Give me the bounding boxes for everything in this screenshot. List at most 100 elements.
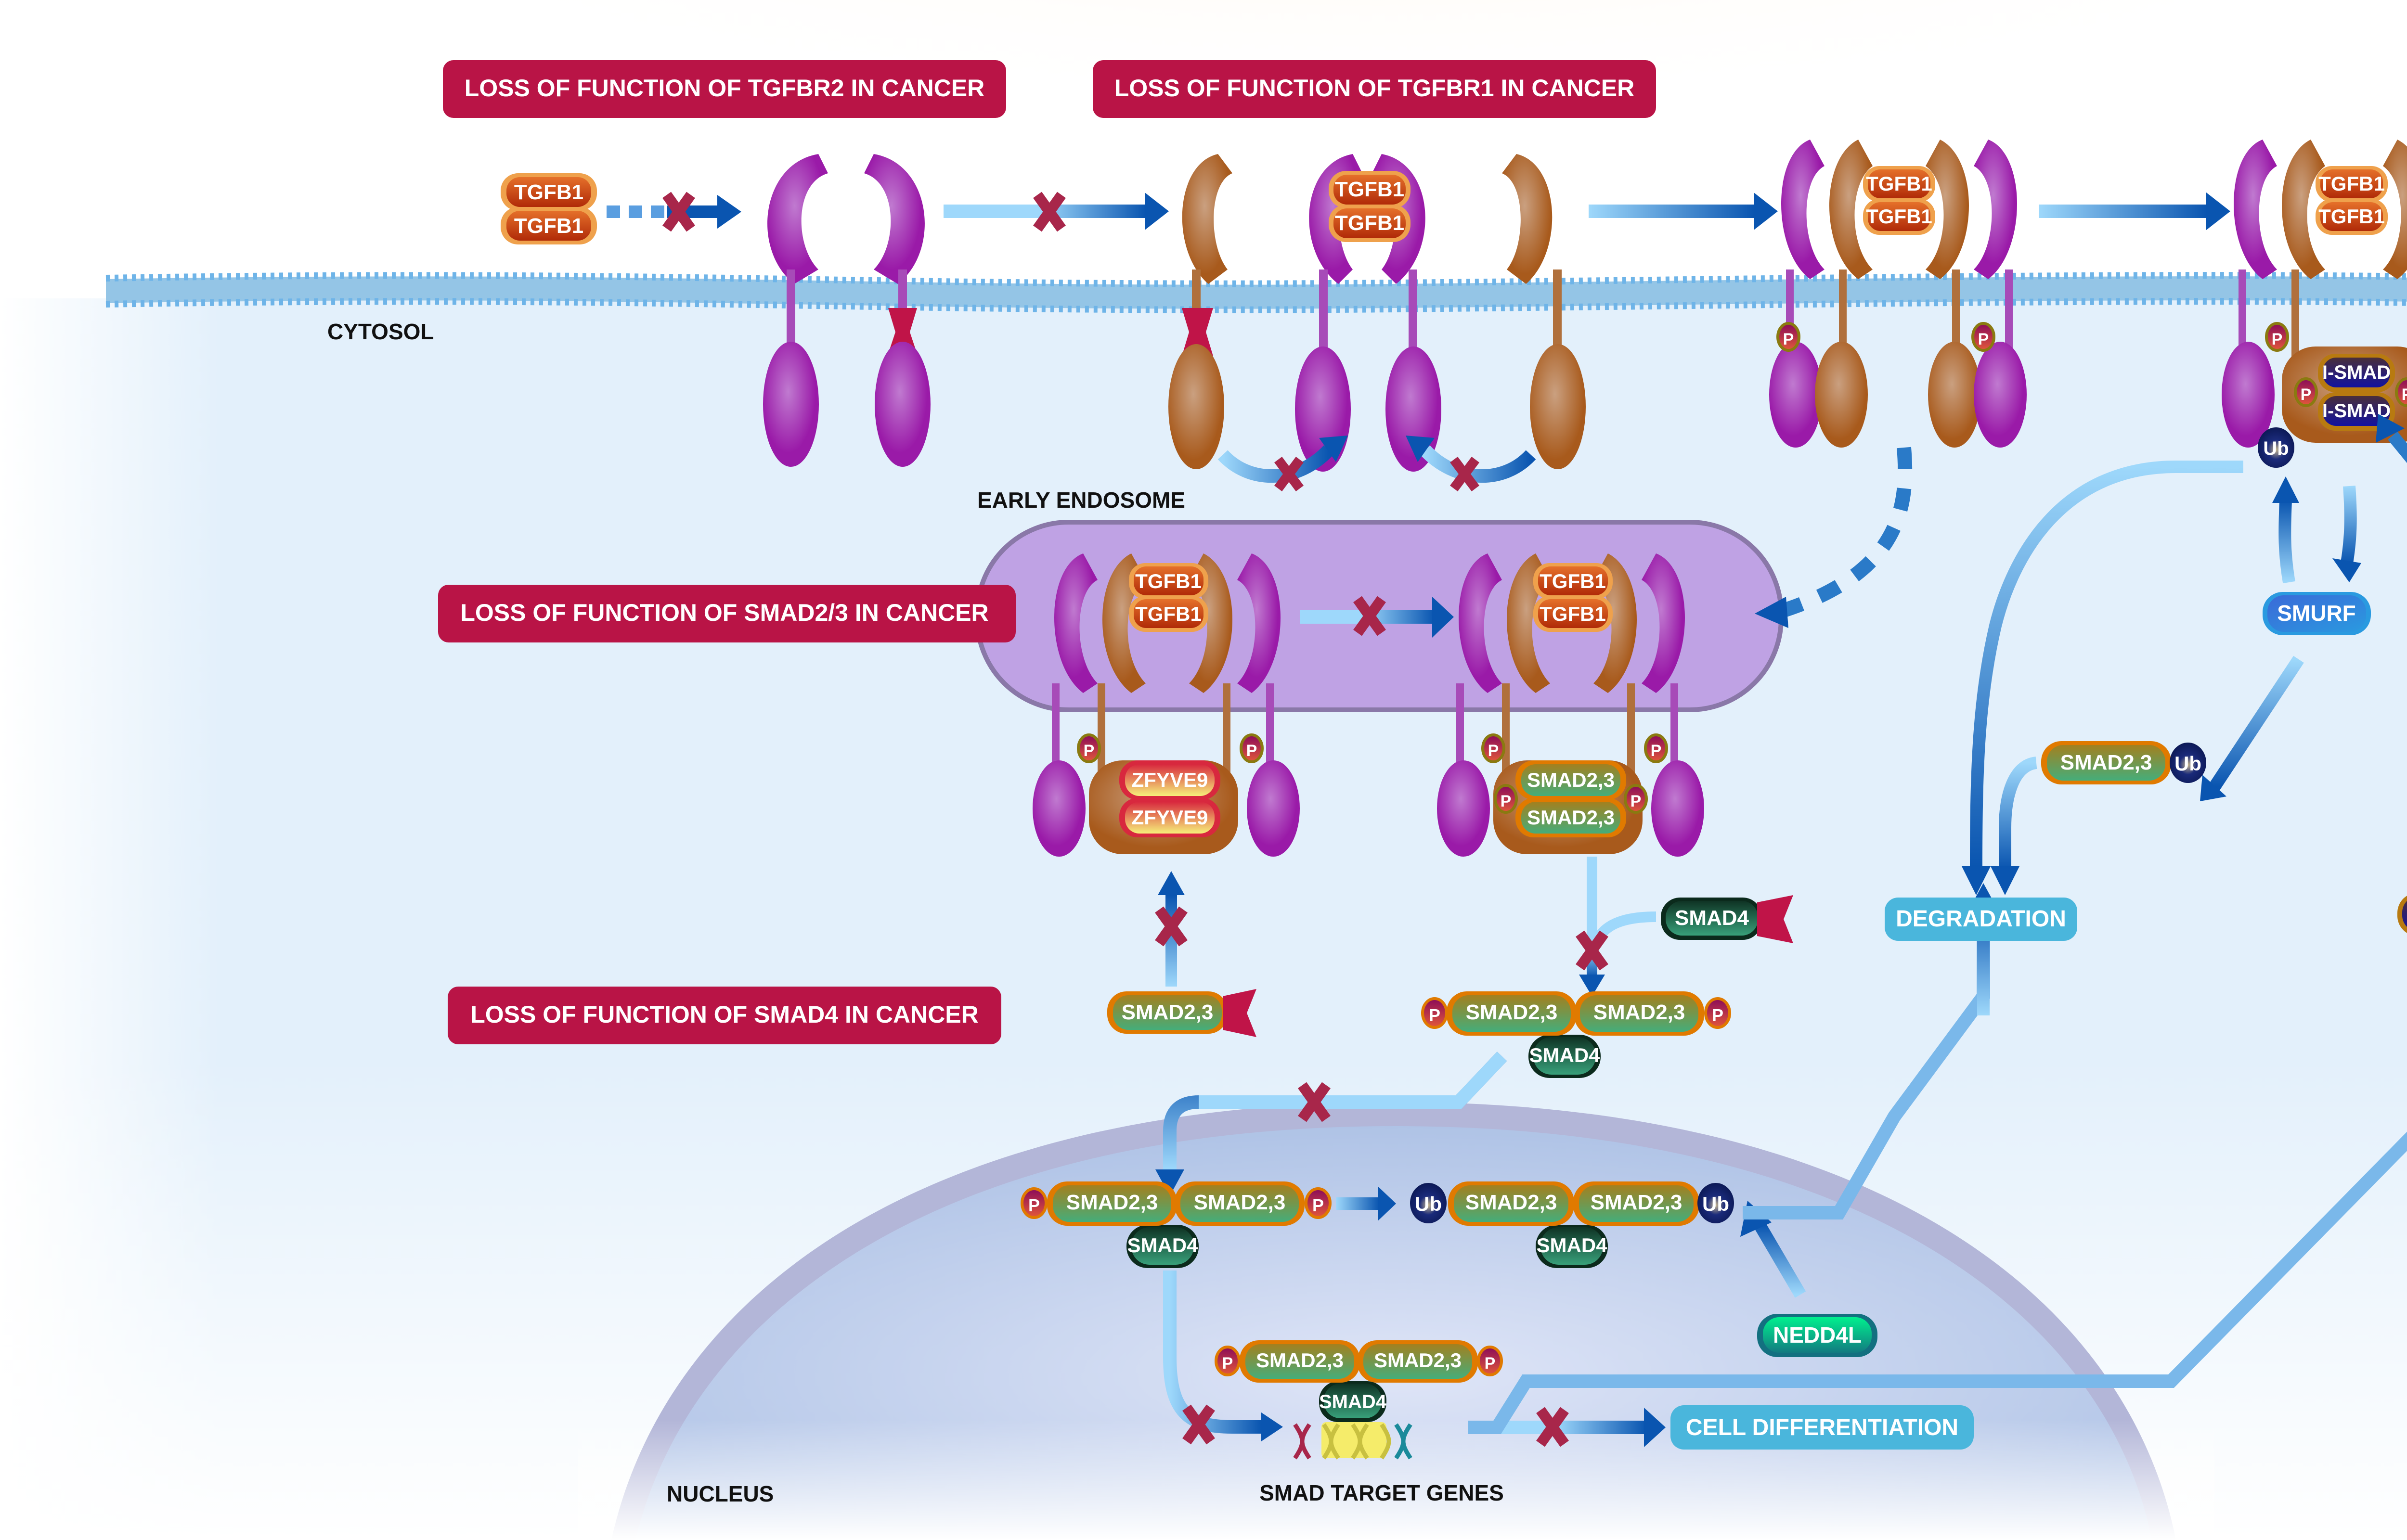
svg-text:P: P xyxy=(1712,1005,1723,1025)
ubiquitin-badge: Ub xyxy=(2170,743,2206,783)
ubiquitin-badge: Ub xyxy=(1410,1183,1447,1223)
block-x-icon xyxy=(1576,930,1608,971)
phospho-badge: P xyxy=(2395,377,2407,407)
tgfb1-label: TGFB1 xyxy=(2318,172,2385,195)
tgfb1-label: TGFB1 xyxy=(2318,205,2385,228)
mutation-mark-icon xyxy=(1757,895,1793,943)
svg-text:P: P xyxy=(1222,1354,1233,1373)
phospho-badge: P xyxy=(1624,784,1648,814)
dna-helix-icon xyxy=(1293,1422,1412,1460)
smad4-label: SMAD4 xyxy=(1319,1391,1387,1412)
banner-tgfbr1-label: LOSS OF FUNCTION OF TGFBR1 IN CANCER xyxy=(1114,75,1635,102)
ubiquitin-badge: Ub xyxy=(2258,427,2294,468)
arrow-smad-complex-formation-blocked xyxy=(1579,857,1656,996)
phospho-badge: P xyxy=(1971,322,1995,352)
smad4-label: SMAD4 xyxy=(1127,1234,1198,1257)
svg-text:Ub: Ub xyxy=(2174,752,2201,775)
banner-smad23-label: LOSS OF FUNCTION OF SMAD2/3 IN CANCER xyxy=(460,599,988,626)
tgfb1-label: TGFB1 xyxy=(1540,570,1606,592)
phospho-badge: P xyxy=(1077,733,1101,763)
svg-text:P: P xyxy=(1312,1195,1324,1215)
smad23-label: SMAD2,3 xyxy=(1194,1191,1286,1214)
smad23-label: SMAD2,3 xyxy=(2060,751,2152,774)
tgfb1-label: TGFB1 xyxy=(514,214,583,238)
smad-target-genes-label: SMAD TARGET GENES xyxy=(1259,1480,1504,1505)
banner-smad23-loss[interactable]: LOSS OF FUNCTION OF SMAD2/3 IN CANCER xyxy=(438,585,1016,642)
svg-text:P: P xyxy=(1028,1195,1040,1215)
block-x-icon xyxy=(1298,1082,1331,1122)
banner-smad4-loss[interactable]: LOSS OF FUNCTION OF SMAD4 IN CANCER xyxy=(448,987,1001,1044)
smad23-label: SMAD2,3 xyxy=(1466,1001,1558,1024)
svg-text:P: P xyxy=(2272,330,2283,348)
nedd4l-node[interactable]: NEDD4L xyxy=(1757,1314,1877,1357)
smad23-mutant[interactable]: SMAD2,3 xyxy=(1107,989,1256,1037)
tgfbr1-receptor[interactable] xyxy=(1502,154,1586,469)
active-receptor-complex[interactable]: TGFB1 TGFB1 P P xyxy=(1769,140,2027,448)
degradation-label: DEGRADATION xyxy=(1896,906,2066,932)
svg-text:P: P xyxy=(1429,1005,1440,1025)
phospho-badge: P xyxy=(1421,997,1448,1029)
smad4-label: SMAD4 xyxy=(1536,1234,1607,1257)
arrow-internalization xyxy=(1755,447,1913,628)
arrow-nuclear-import-blocked xyxy=(1155,1052,1507,1196)
degradation-node[interactable]: DEGRADATION xyxy=(1885,898,2077,941)
tgfbr2-receptor-right-mutant[interactable] xyxy=(864,154,931,467)
zfyve9-label: ZFYVE9 xyxy=(1132,806,1208,829)
mutation-mark-icon xyxy=(888,308,917,354)
early-endosome-label: EARLY ENDOSOME xyxy=(977,488,1185,513)
smad23-label: SMAD2,3 xyxy=(1122,1001,1214,1024)
arrow-ismad-to-receptor xyxy=(2376,414,2407,463)
mutation-mark-icon xyxy=(1182,308,1213,356)
tgfb1-label: TGFB1 xyxy=(1540,603,1606,625)
block-x-icon xyxy=(1182,1404,1215,1445)
svg-text:Ub: Ub xyxy=(1415,1193,1442,1215)
phospho-badge: P xyxy=(1481,733,1505,763)
arrow-smurf-to-receptor xyxy=(2272,476,2299,584)
tgfb1-label: TGFB1 xyxy=(1135,603,1202,625)
tgfb1-dimer-free[interactable]: TGFB1 TGFB1 xyxy=(501,173,597,244)
phospho-badge: P xyxy=(1305,1187,1332,1219)
endosome-complex-zfyve9[interactable]: TGFB1 TGFB1 ZFYVE9 ZFYVE9 P P xyxy=(1033,553,1300,857)
ismad-node[interactable]: I-SMAD xyxy=(2397,893,2407,936)
banner-tgfbr1-loss[interactable]: LOSS OF FUNCTION OF TGFBR1 IN CANCER xyxy=(1093,60,1656,118)
svg-text:P: P xyxy=(1488,742,1499,760)
arrow-tgfbr1-recruit-right-blocked xyxy=(1406,436,1536,483)
cell-differentiation-node[interactable]: CELL DIFFERENTIATION xyxy=(1670,1405,1974,1450)
tgfb1-label: TGFB1 xyxy=(1866,172,1932,195)
nedd4l-label: NEDD4L xyxy=(1773,1322,1862,1348)
cytosolic-smad-complex[interactable]: SMAD4 SMAD2,3 SMAD2,3 P P xyxy=(1421,991,1731,1078)
tgfbr1-receptor-mutant[interactable] xyxy=(1168,154,1232,469)
tgfb1-label: TGFB1 xyxy=(1335,178,1404,201)
block-x-icon xyxy=(1033,192,1066,232)
arrow-nuclear-ubiquitination xyxy=(1336,1186,1396,1221)
smad23-label: SMAD2,3 xyxy=(1066,1191,1158,1214)
endosome-complex-smad23[interactable]: TGFB1 TGFB1 SMAD2,3 SMAD2,3 P P P P xyxy=(1437,553,1704,857)
smad23-label: SMAD2,3 xyxy=(1593,1001,1685,1024)
zfyve9-label: ZFYVE9 xyxy=(1132,769,1208,791)
svg-text:P: P xyxy=(1084,742,1095,760)
svg-text:P: P xyxy=(1631,792,1642,810)
phospho-badge: P xyxy=(1704,997,1731,1029)
block-x-icon xyxy=(1353,596,1386,636)
block-x-icon xyxy=(1155,906,1188,947)
svg-text:P: P xyxy=(2402,385,2407,404)
tgfb1-label: TGFB1 xyxy=(1135,570,1202,592)
nuclear-smad-complex[interactable]: SMAD4 SMAD2,3 SMAD2,3 P P xyxy=(1021,1181,1332,1268)
receptor-complex-ismad-ubiquitinated[interactable]: TGFB1 TGFB1 I-SMAD I-SMAD P P P P Ub xyxy=(2222,140,2407,468)
tgfb1-label: TGFB1 xyxy=(514,180,583,204)
tgfb1-label: TGFB1 xyxy=(1866,205,1932,228)
nuclear-smad-complex-ubiquitinated[interactable]: SMAD4 SMAD2,3 SMAD2,3 Ub Ub xyxy=(1410,1181,1734,1268)
target-gene-smad-complex[interactable]: SMAD4 SMAD2,3 SMAD2,3 P P xyxy=(1215,1340,1503,1422)
smad23-ubiquitinated[interactable]: SMAD2,3 Ub xyxy=(2041,741,2206,784)
tgfbr2-receptor-left[interactable] xyxy=(763,154,828,467)
phospho-badge: P xyxy=(1494,784,1518,814)
svg-text:P: P xyxy=(1978,330,1989,348)
smurf-node[interactable]: SMURF xyxy=(2263,592,2371,635)
smad4-mutant[interactable]: SMAD4 xyxy=(1661,895,1793,943)
plasma-membrane xyxy=(105,272,2407,313)
banner-tgfbr2-loss[interactable]: LOSS OF FUNCTION OF TGFBR2 IN CANCER xyxy=(443,60,1006,118)
banner-tgfbr2-label: LOSS OF FUNCTION OF TGFBR2 IN CANCER xyxy=(465,75,985,102)
arrow-tgfb1-binding-blocked xyxy=(607,195,741,229)
svg-text:P: P xyxy=(1246,742,1257,760)
